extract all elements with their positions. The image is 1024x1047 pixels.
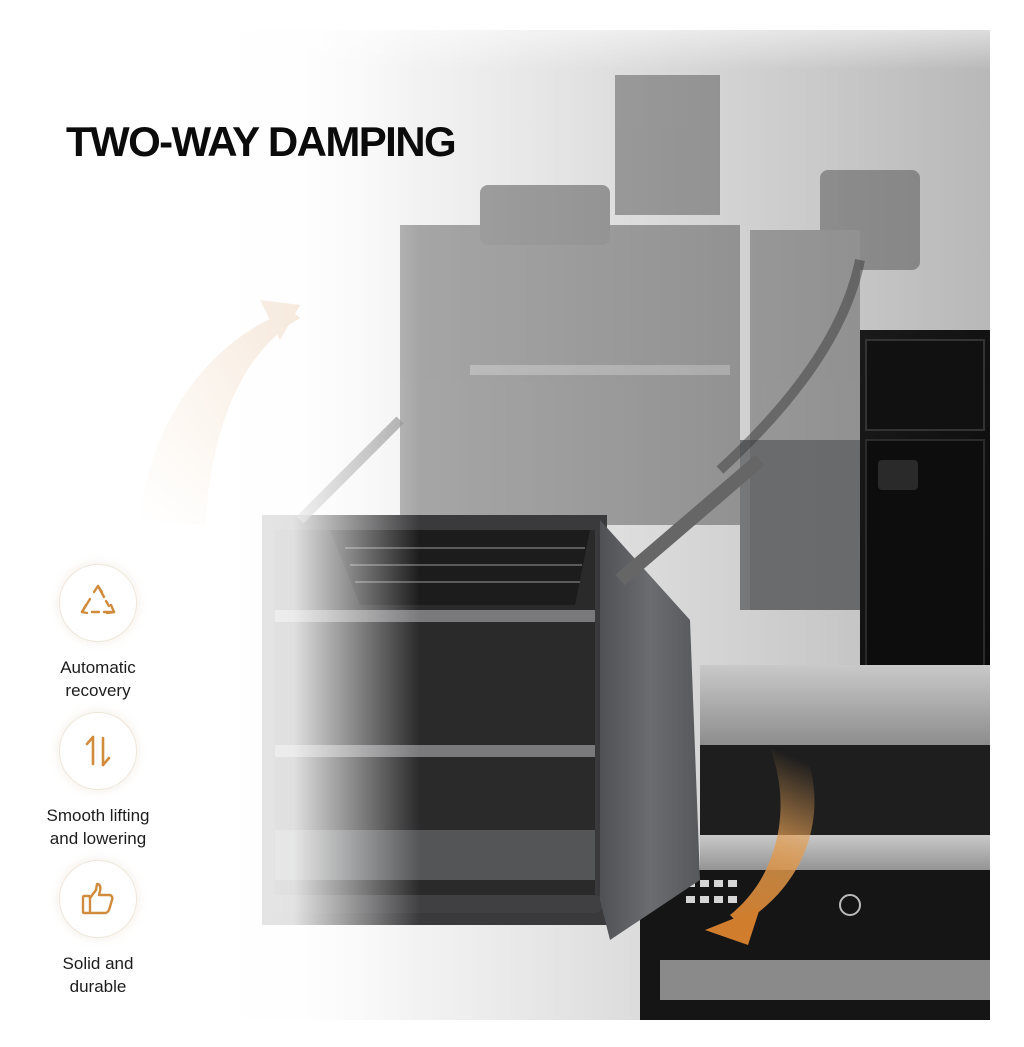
feature-smooth-lifting: Smooth lifting and lowering: [18, 712, 178, 850]
feature-label: Automatic recovery: [18, 656, 178, 702]
up-down-arrows-icon: [59, 712, 137, 790]
feature-solid-durable: Solid and durable: [18, 860, 178, 998]
feature-label-line: Smooth lifting: [46, 806, 150, 825]
feature-automatic-recovery: Automatic recovery: [18, 564, 178, 702]
feature-label-line: Solid and: [62, 954, 134, 973]
feature-label-line: recovery: [65, 681, 131, 700]
feature-label-line: durable: [69, 977, 127, 996]
feature-label-line: Automatic: [60, 658, 136, 677]
headline: TWO-WAY DAMPING: [66, 118, 457, 165]
feature-label: Smooth lifting and lowering: [18, 804, 178, 850]
recycle-icon: [59, 564, 137, 642]
feature-label: Solid and durable: [18, 952, 178, 998]
thumbs-up-icon: [59, 860, 137, 938]
feature-label-line: and lowering: [49, 829, 147, 848]
